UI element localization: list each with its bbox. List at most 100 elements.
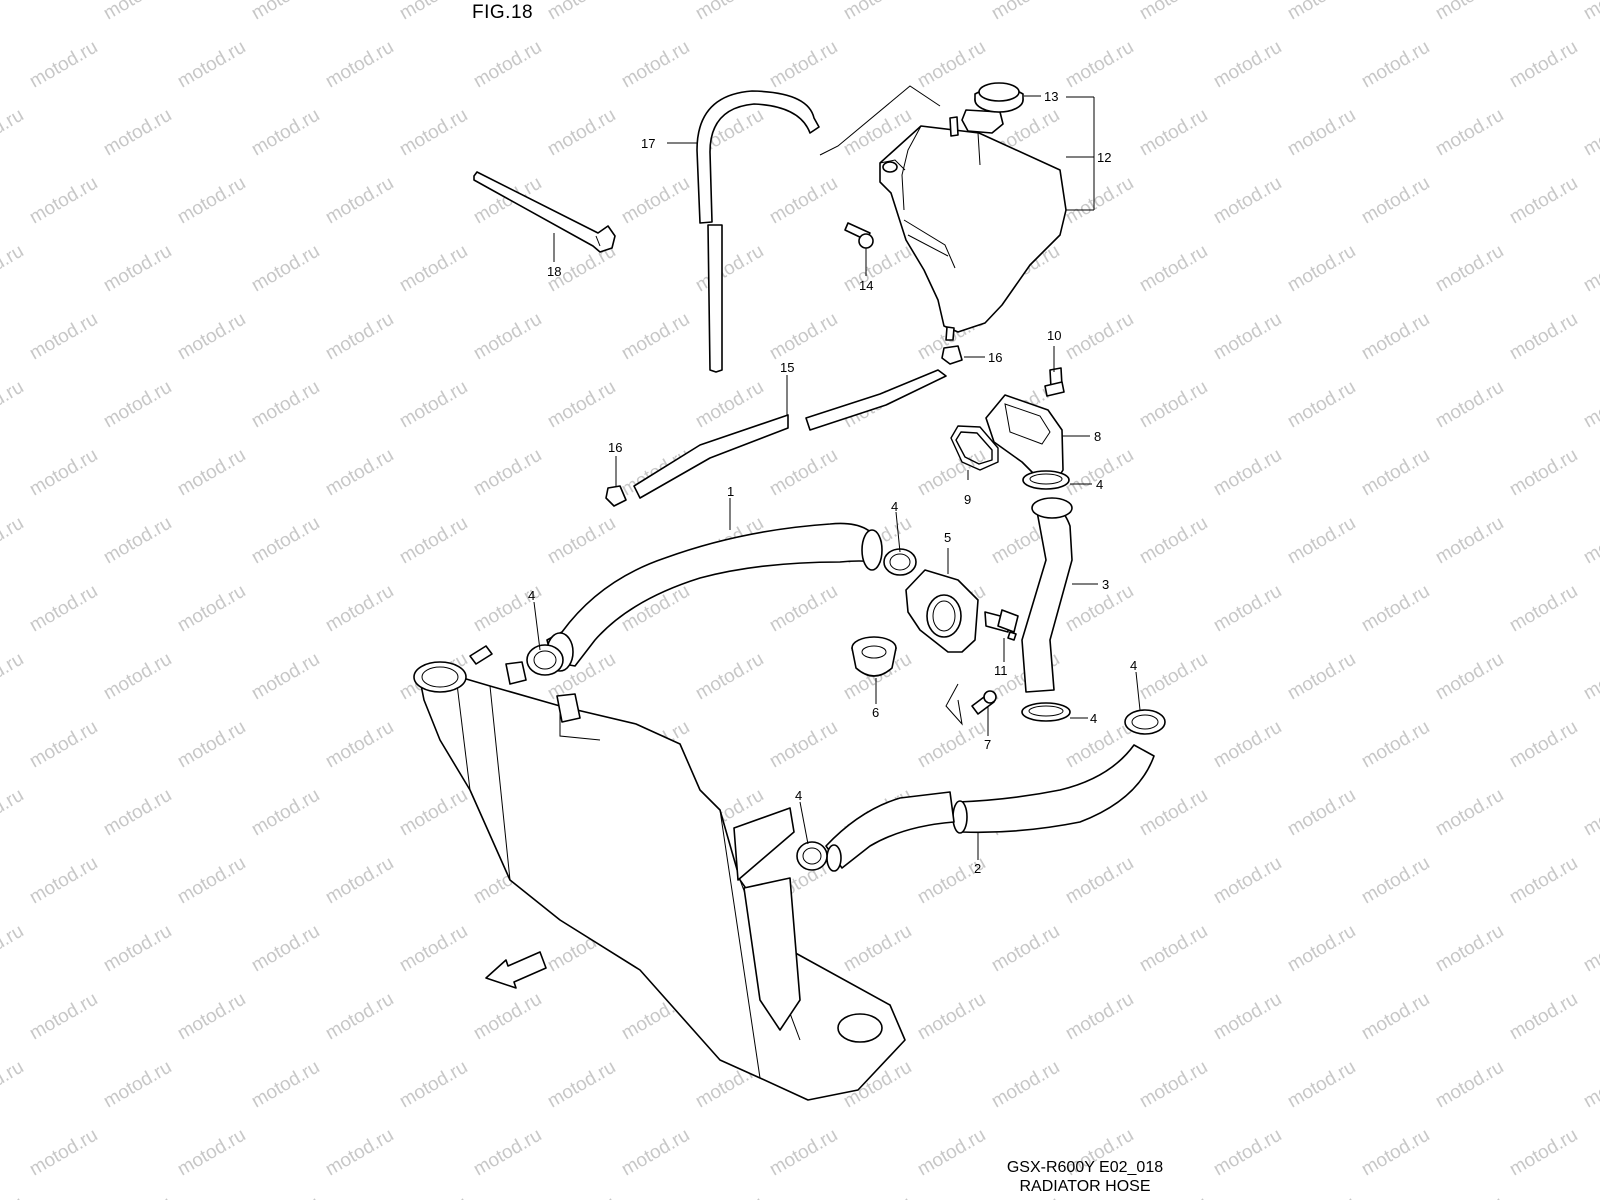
watermark-text: motod.ru xyxy=(914,445,989,501)
watermark-text: motod.ru xyxy=(174,1125,249,1181)
watermark-text: motod.ru xyxy=(1062,37,1137,93)
part-temp-sensor xyxy=(997,609,1019,641)
watermark-text: motod.ru xyxy=(1210,173,1285,229)
watermark-text: motod.ru xyxy=(322,37,397,93)
watermark-text: motod.ru xyxy=(100,1193,175,1200)
part-breather-hose xyxy=(633,369,947,499)
watermark-text: motod.ru xyxy=(1284,1193,1359,1200)
callout-11: 11 xyxy=(994,663,1008,678)
watermark-text: motod.ru xyxy=(692,649,767,705)
callout-6: 6 xyxy=(872,705,879,720)
watermark-text: motod.ru xyxy=(544,1193,619,1200)
watermark-text: motod.ru xyxy=(470,37,545,93)
watermark-text: motod.ru xyxy=(766,445,841,501)
part-tank-cap xyxy=(974,82,1024,113)
watermark-text: motod.ru xyxy=(1210,445,1285,501)
watermark-text: motod.ru xyxy=(1580,513,1600,569)
watermark-text: motod.ru xyxy=(396,785,471,841)
part-gasket xyxy=(950,425,999,471)
callout-9: 9 xyxy=(964,492,971,507)
callout-4-bottom: 4 xyxy=(795,788,802,803)
watermark-text: motod.ru xyxy=(1358,445,1433,501)
watermark-text: motod.ru xyxy=(0,921,27,977)
callout-15: 15 xyxy=(780,360,794,375)
watermark-text: motod.ru xyxy=(248,1193,323,1200)
watermark-text: motod.ru xyxy=(692,241,767,297)
watermark-text: motod.ru xyxy=(1136,241,1211,297)
callout-3: 3 xyxy=(1102,577,1109,592)
watermark-text: motod.ru xyxy=(544,0,619,24)
watermark-text: motod.ru xyxy=(1580,0,1600,24)
part-clamp-mid xyxy=(883,548,917,576)
callout-16-lower: 16 xyxy=(608,440,622,455)
watermark-text: motod.ru xyxy=(100,105,175,161)
watermark-text: motod.ru xyxy=(470,309,545,365)
watermark-text: motod.ru xyxy=(1062,853,1137,909)
watermark-text: motod.ru xyxy=(322,717,397,773)
watermark-text: motod.ru xyxy=(1432,241,1507,297)
watermark-text: motod.ru xyxy=(248,377,323,433)
watermark-text: motod.ru xyxy=(396,1057,471,1113)
watermark-text: motod.ru xyxy=(1506,853,1581,909)
watermark-text: motod.ru xyxy=(174,853,249,909)
watermark-text: motod.ru xyxy=(100,0,175,24)
watermark-text: motod.ru xyxy=(26,717,101,773)
watermark-text: motod.ru xyxy=(618,1125,693,1181)
callout-4-upper-right: 4 xyxy=(1096,477,1103,492)
watermark-text: motod.ru xyxy=(1432,921,1507,977)
watermark-text: motod.ru xyxy=(1210,581,1285,637)
watermark-text: motod.ru xyxy=(0,649,27,705)
watermark-text: motod.ru xyxy=(1432,0,1507,24)
callout-2: 2 xyxy=(974,861,981,876)
watermark-text: motod.ru xyxy=(1358,309,1433,365)
watermark-text: motod.ru xyxy=(100,377,175,433)
watermark-text: motod.ru xyxy=(1284,785,1359,841)
callout-4-mid: 4 xyxy=(891,499,898,514)
watermark-text: motod.ru xyxy=(692,377,767,433)
watermark-text: motod.ru xyxy=(1506,309,1581,365)
watermark-text: motod.ru xyxy=(988,0,1063,24)
watermark-text: motod.ru xyxy=(174,445,249,501)
watermark-text: motod.ru xyxy=(1136,0,1211,24)
watermark-text: motod.ru xyxy=(1580,1057,1600,1113)
watermark-text: motod.ru xyxy=(1506,173,1581,229)
watermark-text: motod.ru xyxy=(1062,309,1137,365)
watermark-text: motod.ru xyxy=(914,37,989,93)
callout-18: 18 xyxy=(547,264,561,279)
watermark-text: motod.ru xyxy=(100,785,175,841)
watermark-text: motod.ru xyxy=(0,377,27,433)
watermark-text: motod.ru xyxy=(396,377,471,433)
watermark-text: motod.ru xyxy=(0,105,27,161)
part-hose-3 xyxy=(1021,497,1073,693)
watermark-text: motod.ru xyxy=(0,1193,27,1200)
watermark-text: motod.ru xyxy=(1136,377,1211,433)
watermark-text: motod.ru xyxy=(1210,37,1285,93)
watermark-text: motod.ru xyxy=(1506,445,1581,501)
callout-4-lower-mid: 4 xyxy=(1090,711,1097,726)
watermark-text: motod.ru xyxy=(0,785,27,841)
watermark-text: motod.ru xyxy=(0,513,27,569)
watermark-text: motod.ru xyxy=(1432,785,1507,841)
callout-10: 10 xyxy=(1047,328,1061,343)
watermark-text: motod.ru xyxy=(1358,853,1433,909)
watermark-text: motod.ru xyxy=(914,1125,989,1181)
watermark-text: motod.ru xyxy=(174,717,249,773)
watermark-text: motod.ru xyxy=(1580,105,1600,161)
watermark-text: motod.ru xyxy=(1580,241,1600,297)
watermark-text: motod.ru xyxy=(544,513,619,569)
watermark-text: motod.ru xyxy=(692,1193,767,1200)
watermark-text: motod.ru xyxy=(396,513,471,569)
callout-5: 5 xyxy=(944,530,951,545)
part-radiator xyxy=(413,645,906,1101)
watermark-text: motod.ru xyxy=(26,309,101,365)
watermark-text: motod.ru xyxy=(1580,1193,1600,1200)
watermark-text: motod.ru xyxy=(544,377,619,433)
watermark-text: motod.ru xyxy=(396,0,471,24)
watermark-text: motod.ru xyxy=(174,989,249,1045)
watermark-text: motod.ru xyxy=(1358,173,1433,229)
watermark-text: motod.ru xyxy=(26,173,101,229)
watermark-text: motod.ru xyxy=(1284,105,1359,161)
watermark-text: motod.ru xyxy=(470,445,545,501)
watermark-text: motod.ru xyxy=(396,1193,471,1200)
